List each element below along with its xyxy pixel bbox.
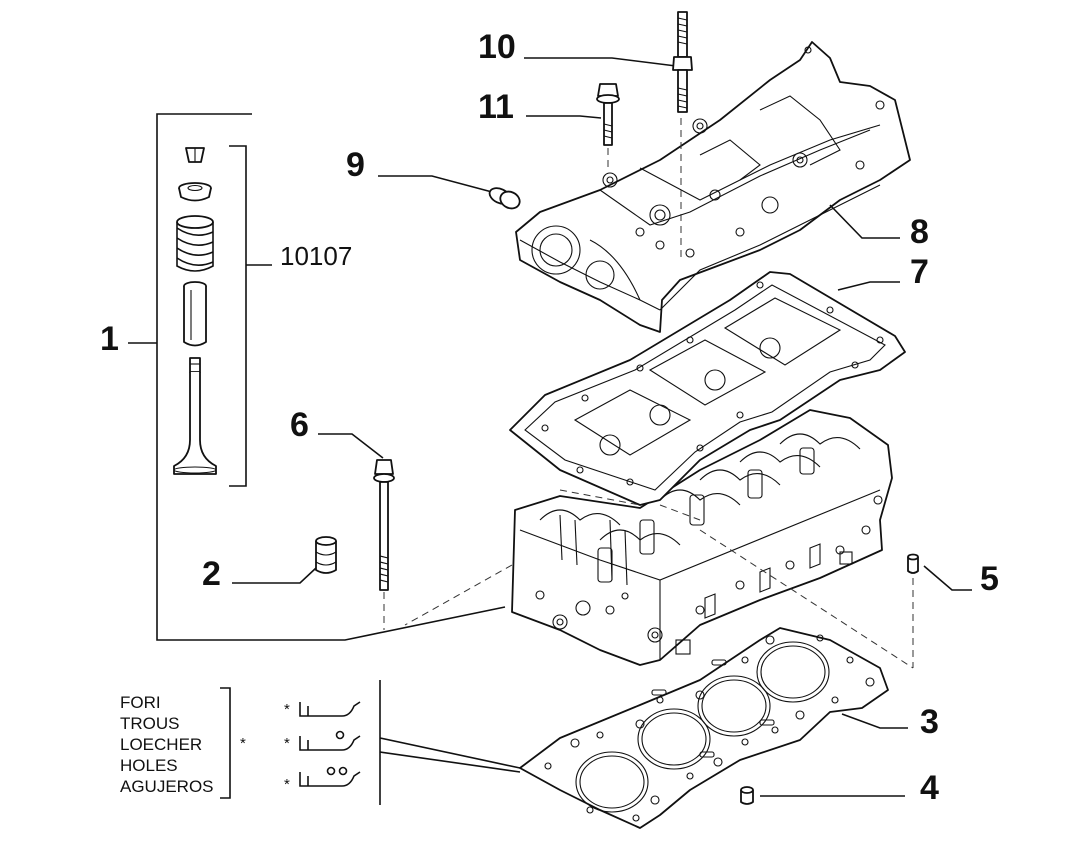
callout-11: 11 (478, 88, 514, 126)
legend-star-3: * (284, 776, 290, 793)
legend-line-agujeros: AGUJEROS (120, 777, 214, 796)
part-10-stud (524, 11, 693, 113)
part-7-cam-gasket (509, 271, 906, 506)
legend-star-main: * (240, 735, 246, 752)
legend-bracket (220, 687, 231, 799)
engine-valve (173, 357, 217, 475)
legend-leader-1 (379, 737, 521, 769)
callout-3: 3 (920, 703, 939, 741)
legend-leader-2 (379, 751, 521, 773)
part-6-head-bolt (318, 433, 395, 630)
legend-star-1: * (284, 701, 290, 718)
valve-spring (176, 215, 214, 272)
legend-line-fori: FORI (120, 693, 161, 712)
spring-retainer (178, 182, 212, 202)
legend-line-trous: TROUS (120, 714, 180, 733)
callout-kit-10107: 10107 (280, 241, 352, 271)
camshaft-housing (515, 41, 911, 333)
legend-star-2: * (284, 735, 290, 752)
hole-symbol-3 (299, 766, 361, 787)
part-5-dowel (907, 553, 972, 668)
cylinder-head (511, 409, 893, 666)
hole-symbol-2 (299, 730, 361, 751)
callout-2: 2 (202, 555, 221, 593)
legend-line-loecher: LOECHER (120, 735, 202, 754)
legend-line-holes: HOLES (120, 756, 178, 775)
valve-cotter (185, 147, 205, 163)
callout-4: 4 (920, 769, 939, 807)
valve-kit-group (128, 113, 506, 641)
part-11-bolt (526, 83, 620, 172)
part-9-plug (378, 175, 521, 210)
part-2-plug (232, 536, 337, 584)
projection-lines (404, 489, 914, 669)
holes-legend: FORI TROUS LOECHER HOLES AGUJEROS * * * … (120, 680, 521, 805)
callout-5: 5 (980, 560, 999, 598)
callout-9: 9 (346, 146, 365, 184)
callout-10: 10 (478, 28, 516, 66)
callout-1: 1 (100, 320, 119, 358)
callout-8: 8 (910, 213, 929, 251)
kit-10107-bracket (229, 145, 247, 487)
valve-guide (183, 281, 207, 347)
hole-symbol-1 (299, 701, 361, 717)
part-3-head-gasket (519, 627, 908, 829)
part-1-bracket (156, 113, 506, 641)
callout-7: 7 (910, 253, 929, 291)
part-4-dowel (740, 786, 905, 805)
callout-6: 6 (290, 406, 309, 444)
